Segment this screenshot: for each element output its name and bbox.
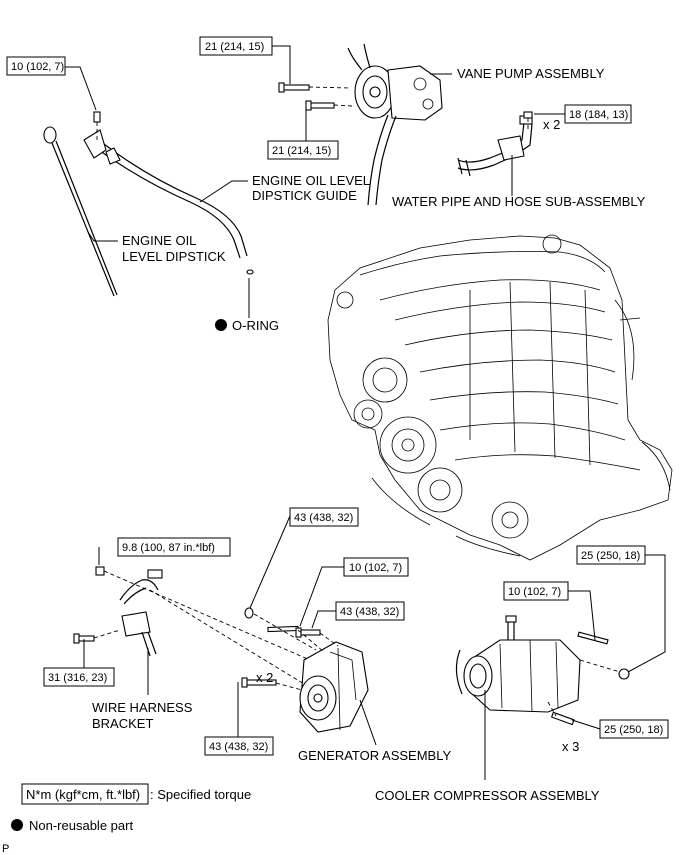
legend-torque-unit: N*m (kgf*cm, ft.*lbf) (26, 787, 140, 802)
svg-text:9.8 (100, 87 in.*lbf): 9.8 (100, 87 in.*lbf) (122, 542, 215, 554)
svg-text:18 (184, 13): 18 (184, 13) (569, 109, 628, 121)
svg-text:25 (250, 18): 25 (250, 18) (604, 724, 663, 736)
dipstick-label-1: ENGINE OIL (122, 233, 196, 248)
svg-text:25 (250, 18): 25 (250, 18) (581, 550, 640, 562)
svg-text:21 (214, 15): 21 (214, 15) (205, 41, 264, 53)
svg-text:31 (316, 23): 31 (316, 23) (48, 672, 107, 684)
wire-harness-label-2: BRACKET (92, 716, 153, 731)
o-ring-label: O-RING (232, 318, 279, 333)
torque-vane-pump-upper: 21 (214, 15) (199, 36, 273, 56)
torque-dipstick-guide: 10 (102, 7) (6, 56, 66, 76)
cooler-compressor-label: COOLER COMPRESSOR ASSEMBLY (375, 788, 600, 803)
generator-label: GENERATOR ASSEMBLY (298, 748, 451, 763)
svg-text:10 (102, 7): 10 (102, 7) (349, 562, 402, 574)
generator-assembly (241, 607, 369, 733)
legend-torque-desc: : Specified torque (150, 787, 251, 802)
water-pipe-label: WATER PIPE AND HOSE SUB-ASSEMBLY (392, 194, 646, 209)
non-reusable-dot-icon (11, 819, 23, 831)
torque-compressor-bolt: 25 (250, 18) (599, 719, 669, 739)
cooler-compressor-assembly (455, 615, 630, 726)
torque-generator-bolt-right: 43 (438, 32) (335, 601, 405, 621)
engine-illustration (327, 234, 673, 561)
o-ring-non-reusable-dot (215, 319, 227, 331)
legend-non-reusable: Non-reusable part (11, 818, 133, 833)
compressor-multiplier: x 3 (562, 739, 579, 754)
svg-text:21 (214, 15): 21 (214, 15) (272, 145, 331, 157)
legend-torque: N*m (kgf*cm, ft.*lbf) : Specified torque (21, 783, 251, 805)
corner-mark: P (2, 843, 9, 855)
oil-dipstick (43, 126, 118, 297)
wire-harness-label-1: WIRE HARNESS (92, 700, 193, 715)
torque-compressor-stud: 10 (102, 7) (503, 581, 569, 601)
torque-water-pipe: 18 (184, 13) (564, 104, 632, 124)
water-pipe-multiplier: x 2 (543, 117, 560, 132)
dipstick-guide-label-2: DIPSTICK GUIDE (252, 188, 357, 203)
torque-generator-nut: 43 (438, 32) (289, 507, 359, 527)
torque-harness-nut: 9.8 (100, 87 in.*lbf) (117, 537, 231, 557)
svg-text:10 (102, 7): 10 (102, 7) (11, 61, 64, 73)
torque-generator-bolt-lower: 43 (438, 32) (204, 736, 274, 756)
legend-non-reusable-text: Non-reusable part (29, 818, 133, 833)
svg-text:43 (438, 32): 43 (438, 32) (294, 512, 353, 524)
svg-text:10 (102, 7): 10 (102, 7) (508, 586, 561, 598)
oil-dipstick-guide (83, 111, 254, 275)
torque-vane-pump-lower: 21 (214, 15) (267, 140, 339, 160)
torque-generator-stud: 10 (102, 7) (343, 557, 409, 577)
generator-multiplier: x 2 (256, 670, 273, 685)
vane-pump-label: VANE PUMP ASSEMBLY (457, 66, 605, 81)
vane-pump-assembly (278, 43, 443, 206)
wire-harness-bracket (73, 566, 163, 657)
dipstick-guide-label-1: ENGINE OIL LEVEL (252, 173, 370, 188)
svg-text:43 (438, 32): 43 (438, 32) (340, 606, 399, 618)
water-pipe-hose-assembly (457, 111, 533, 177)
torque-compressor-nut: 25 (250, 18) (576, 545, 646, 565)
torque-harness-bolt: 31 (316, 23) (43, 667, 115, 687)
dipstick-label-2: LEVEL DIPSTICK (122, 249, 226, 264)
svg-text:43 (438, 32): 43 (438, 32) (209, 741, 268, 753)
